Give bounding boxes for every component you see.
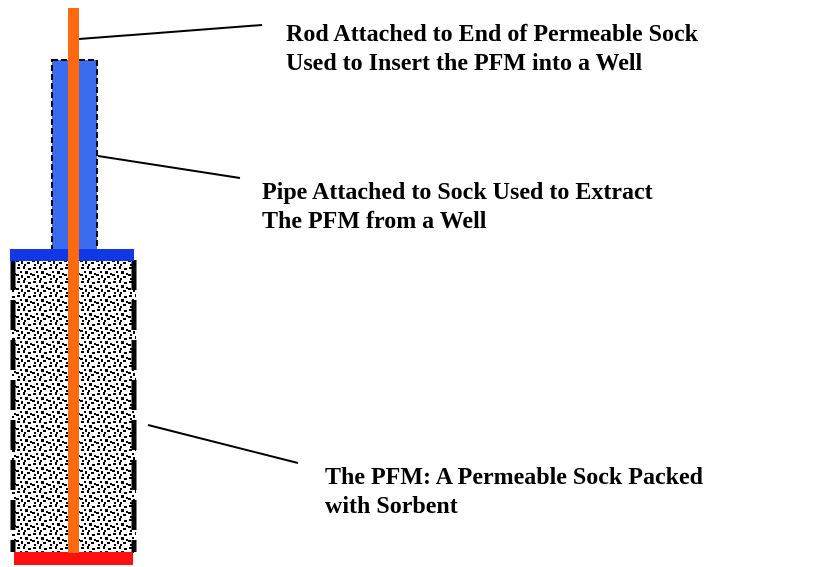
bottom-cap bbox=[14, 552, 133, 565]
rod-label-line-1: Rod Attached to End of Permeable Sock bbox=[286, 21, 698, 47]
pfm-label-line-2: with Sorbent bbox=[325, 493, 458, 519]
pfm-leader-line bbox=[147, 424, 299, 464]
rod-leader-line bbox=[78, 24, 263, 40]
rod-label-line-2: Used to Insert the PFM into a Well bbox=[286, 50, 643, 76]
pipe-label-line-1: Pipe Attached to Sock Used to Extract bbox=[262, 179, 653, 205]
pipe-label: Pipe Attached to Sock Used to Extract Th… bbox=[262, 178, 653, 236]
rod-label: Rod Attached to End of Permeable Sock Us… bbox=[286, 20, 698, 78]
pipe-leader-line bbox=[97, 155, 241, 179]
pfm-label-line-1: The PFM: A Permeable Sock Packed bbox=[325, 464, 703, 490]
pfm-label: The PFM: A Permeable Sock Packed with So… bbox=[325, 463, 703, 521]
insertion-rod bbox=[68, 8, 79, 553]
pipe-label-line-2: The PFM from a Well bbox=[262, 208, 487, 234]
